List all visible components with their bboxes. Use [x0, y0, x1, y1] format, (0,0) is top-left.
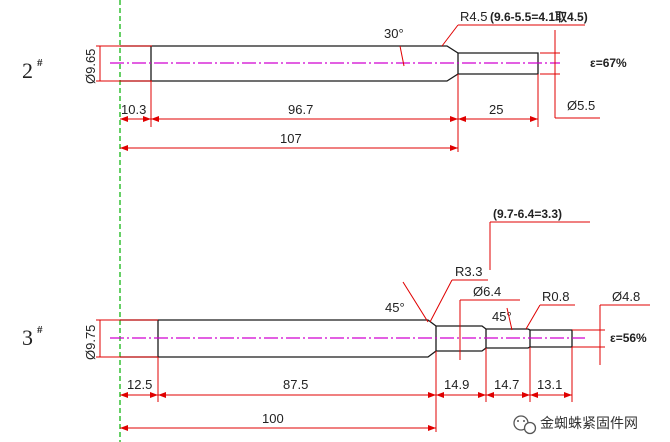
part-3-angle-1-line — [402, 281, 429, 323]
watermark-text: 金蜘蛛紧固件网 — [540, 416, 638, 432]
part-2-tag: 2 — [22, 58, 33, 83]
part-3-diameter-left: Ø9.75 — [83, 325, 98, 360]
part-3-len-d: 14.7 — [494, 377, 519, 392]
part-3-len-e: 13.1 — [537, 377, 562, 392]
part-3-tag-sup: # — [37, 324, 43, 336]
part-3-diameter-right: Ø4.8 — [612, 289, 640, 304]
part-2-len-c: 25 — [489, 102, 503, 117]
part-2-drawing: 2 # Ø9.65 30° R4.5 (9.6-5.5=4.1取4.5) ε=6… — [22, 9, 627, 152]
part-2-len-a: 10.3 — [121, 102, 146, 117]
part-3-radius-1: R3.3 — [455, 264, 482, 279]
part-2-len-total: 107 — [280, 131, 302, 146]
part-2-diameter-right: Ø5.5 — [567, 98, 595, 113]
part-2-radius-calc: (9.6-5.5=4.1取4.5) — [490, 10, 588, 24]
part-3-len-c: 14.9 — [444, 377, 469, 392]
part-3-radius-2: R0.8 — [542, 289, 569, 304]
part-3-len-total: 100 — [262, 411, 284, 426]
part-3-angle-2: 45° — [492, 309, 512, 324]
part-2-diameter-left: Ø9.65 — [83, 49, 98, 84]
part-2-chamfer-angle: 30° — [384, 26, 404, 41]
part-3-r2-leader — [525, 304, 541, 330]
part-3-angle-2-line — [506, 307, 513, 331]
part-2-len-b: 96.7 — [288, 102, 313, 117]
part-2-radius-note: R4.5 — [460, 9, 487, 24]
part-3-r1-leader — [429, 279, 453, 323]
part-2-tag-sup: # — [37, 57, 43, 69]
part-3-len-b: 87.5 — [283, 377, 308, 392]
part-3-diameter-mid: Ø6.4 — [473, 284, 501, 299]
part-3-angle-1: 45° — [385, 300, 405, 315]
part-2-strain: ε=67% — [590, 56, 627, 70]
part-3-strain: ε=56% — [610, 331, 647, 345]
watermark: 金蜘蛛紧固件网 — [513, 415, 638, 435]
part-2-angle-arc — [399, 45, 405, 67]
part-3-drawing: 3 # Ø9.75 (9.7-6.4=3.3) R3.3 45° Ø6.4 45… — [22, 207, 650, 432]
wechat-icon — [513, 415, 537, 435]
part-3-len-a: 12.5 — [127, 377, 152, 392]
part-3-calc-note: (9.7-6.4=3.3) — [493, 207, 562, 221]
part-2-radius-leader — [441, 24, 459, 47]
part-3-tag: 3 — [22, 325, 33, 350]
